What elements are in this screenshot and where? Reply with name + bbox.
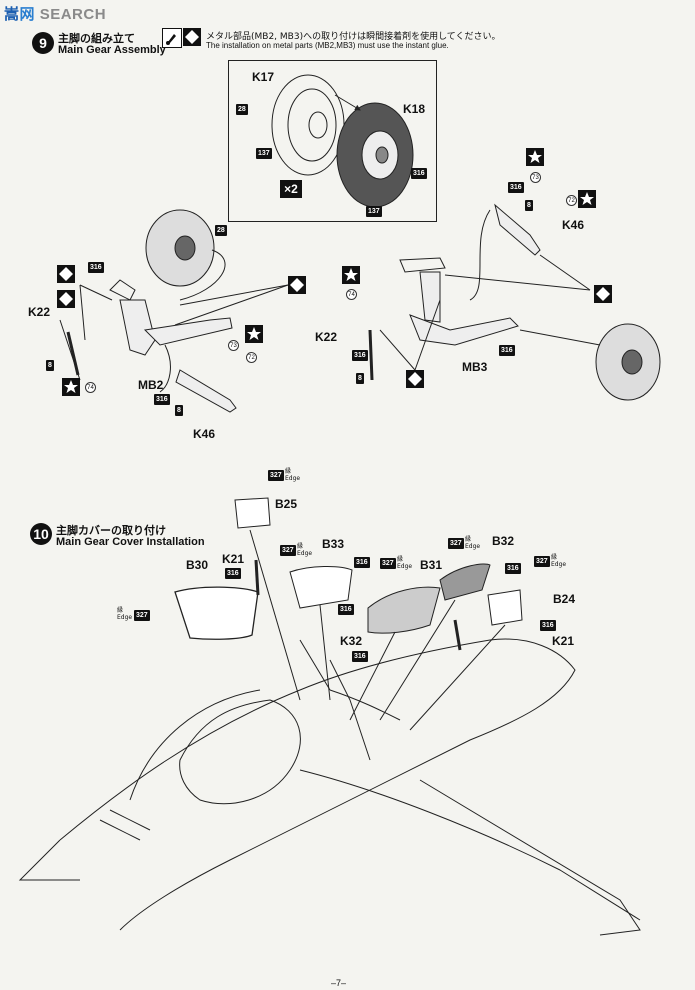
step9-title-en: Main Gear Assembly xyxy=(58,44,166,56)
color-code-28: 28 xyxy=(236,104,248,115)
star-icon xyxy=(578,190,596,208)
part-label-b32: B32 xyxy=(492,534,515,548)
watermark-dot: 网 xyxy=(19,6,36,23)
part-label-k46: K46 xyxy=(193,427,216,441)
step10-title-jp: 主脚カバーの取り付け xyxy=(56,524,166,537)
part-label-b24: B24 xyxy=(553,592,576,606)
color-code-327: 327 xyxy=(280,545,296,556)
color-code-316: 316 xyxy=(352,350,368,361)
part-label-k21: K21 xyxy=(222,552,245,566)
color-code-8: 8 xyxy=(525,200,533,211)
color-code-316: 316 xyxy=(540,620,556,631)
color-code-72: 72 xyxy=(246,352,257,363)
color-code-8: 8 xyxy=(175,405,183,416)
color-code-74: 74 xyxy=(346,289,357,300)
diamond-icon xyxy=(406,370,424,388)
color-code-316: 316 xyxy=(505,563,521,574)
diamond-icon xyxy=(594,285,612,303)
color-code-316: 316 xyxy=(411,168,427,179)
color-code-316: 316 xyxy=(352,651,368,662)
part-label-b25: B25 xyxy=(275,497,298,511)
color-code-8: 8 xyxy=(356,373,364,384)
color-code-327: 327 xyxy=(380,558,396,569)
part-label-k46: K46 xyxy=(562,218,585,232)
color-code-316: 316 xyxy=(354,557,370,568)
color-code-327: 327 xyxy=(268,470,284,481)
part-label-k17: K17 xyxy=(252,70,275,84)
star-icon xyxy=(342,266,360,284)
color-code-72: 72 xyxy=(566,195,577,206)
glue-brush-icon xyxy=(162,28,182,48)
color-code-327: 327 xyxy=(534,556,550,567)
color-code-327: 327 xyxy=(448,538,464,549)
step10-title-en: Main Gear Cover Installation xyxy=(56,536,205,548)
page-number: –7– xyxy=(331,978,347,988)
watermark-cn: 嵩 xyxy=(4,6,20,23)
color-code-316: 316 xyxy=(499,345,515,356)
glue-note-en: The installation on metal parts (MB2,MB3… xyxy=(206,41,449,50)
part-label-k18: K18 xyxy=(403,102,426,116)
part-label-b30: B30 xyxy=(186,558,209,572)
diamond-icon xyxy=(57,290,75,308)
diamond-icon xyxy=(288,276,306,294)
color-code-327: 327 xyxy=(134,610,150,621)
star-icon xyxy=(245,325,263,343)
star-icon xyxy=(526,148,544,166)
part-label-k22: K22 xyxy=(28,305,51,319)
watermark-en: SEARCH xyxy=(39,6,107,23)
part-label-k21: K21 xyxy=(552,634,575,648)
step10-badge: 10 xyxy=(30,523,52,545)
part-label-k32: K32 xyxy=(340,634,363,648)
color-code-73: 73 xyxy=(228,340,239,351)
diamond-icon xyxy=(183,28,201,46)
diamond-icon xyxy=(57,265,75,283)
wheel-detail-box xyxy=(228,60,437,222)
color-code-8: 8 xyxy=(46,360,54,371)
part-label-b31: B31 xyxy=(420,558,443,572)
color-code-28: 28 xyxy=(215,225,227,236)
color-code-73: 73 xyxy=(530,172,541,183)
color-code-137: 137 xyxy=(256,148,272,159)
color-code-137: 137 xyxy=(366,206,382,217)
part-label-mb3: MB3 xyxy=(462,360,488,374)
color-code-316: 316 xyxy=(225,568,241,579)
color-code-316: 316 xyxy=(154,394,170,405)
part-label-mb2: MB2 xyxy=(138,378,164,392)
step9-title-jp: 主脚の組み立て xyxy=(58,32,135,45)
color-code-74: 74 xyxy=(85,382,96,393)
color-code-316: 316 xyxy=(88,262,104,273)
color-code-316: 316 xyxy=(338,604,354,615)
multiplier-badge: ×2 xyxy=(280,180,302,198)
step9-badge: 9 xyxy=(32,32,54,54)
glue-note-jp: メタル部品(MB2, MB3)への取り付けは瞬間接着剤を使用してください。 xyxy=(206,32,501,42)
star-icon xyxy=(62,378,80,396)
part-label-k22: K22 xyxy=(315,330,338,344)
color-code-316: 316 xyxy=(508,182,524,193)
watermark-logo: 嵩网 SEARCH xyxy=(4,3,106,24)
part-label-b33: B33 xyxy=(322,537,345,551)
